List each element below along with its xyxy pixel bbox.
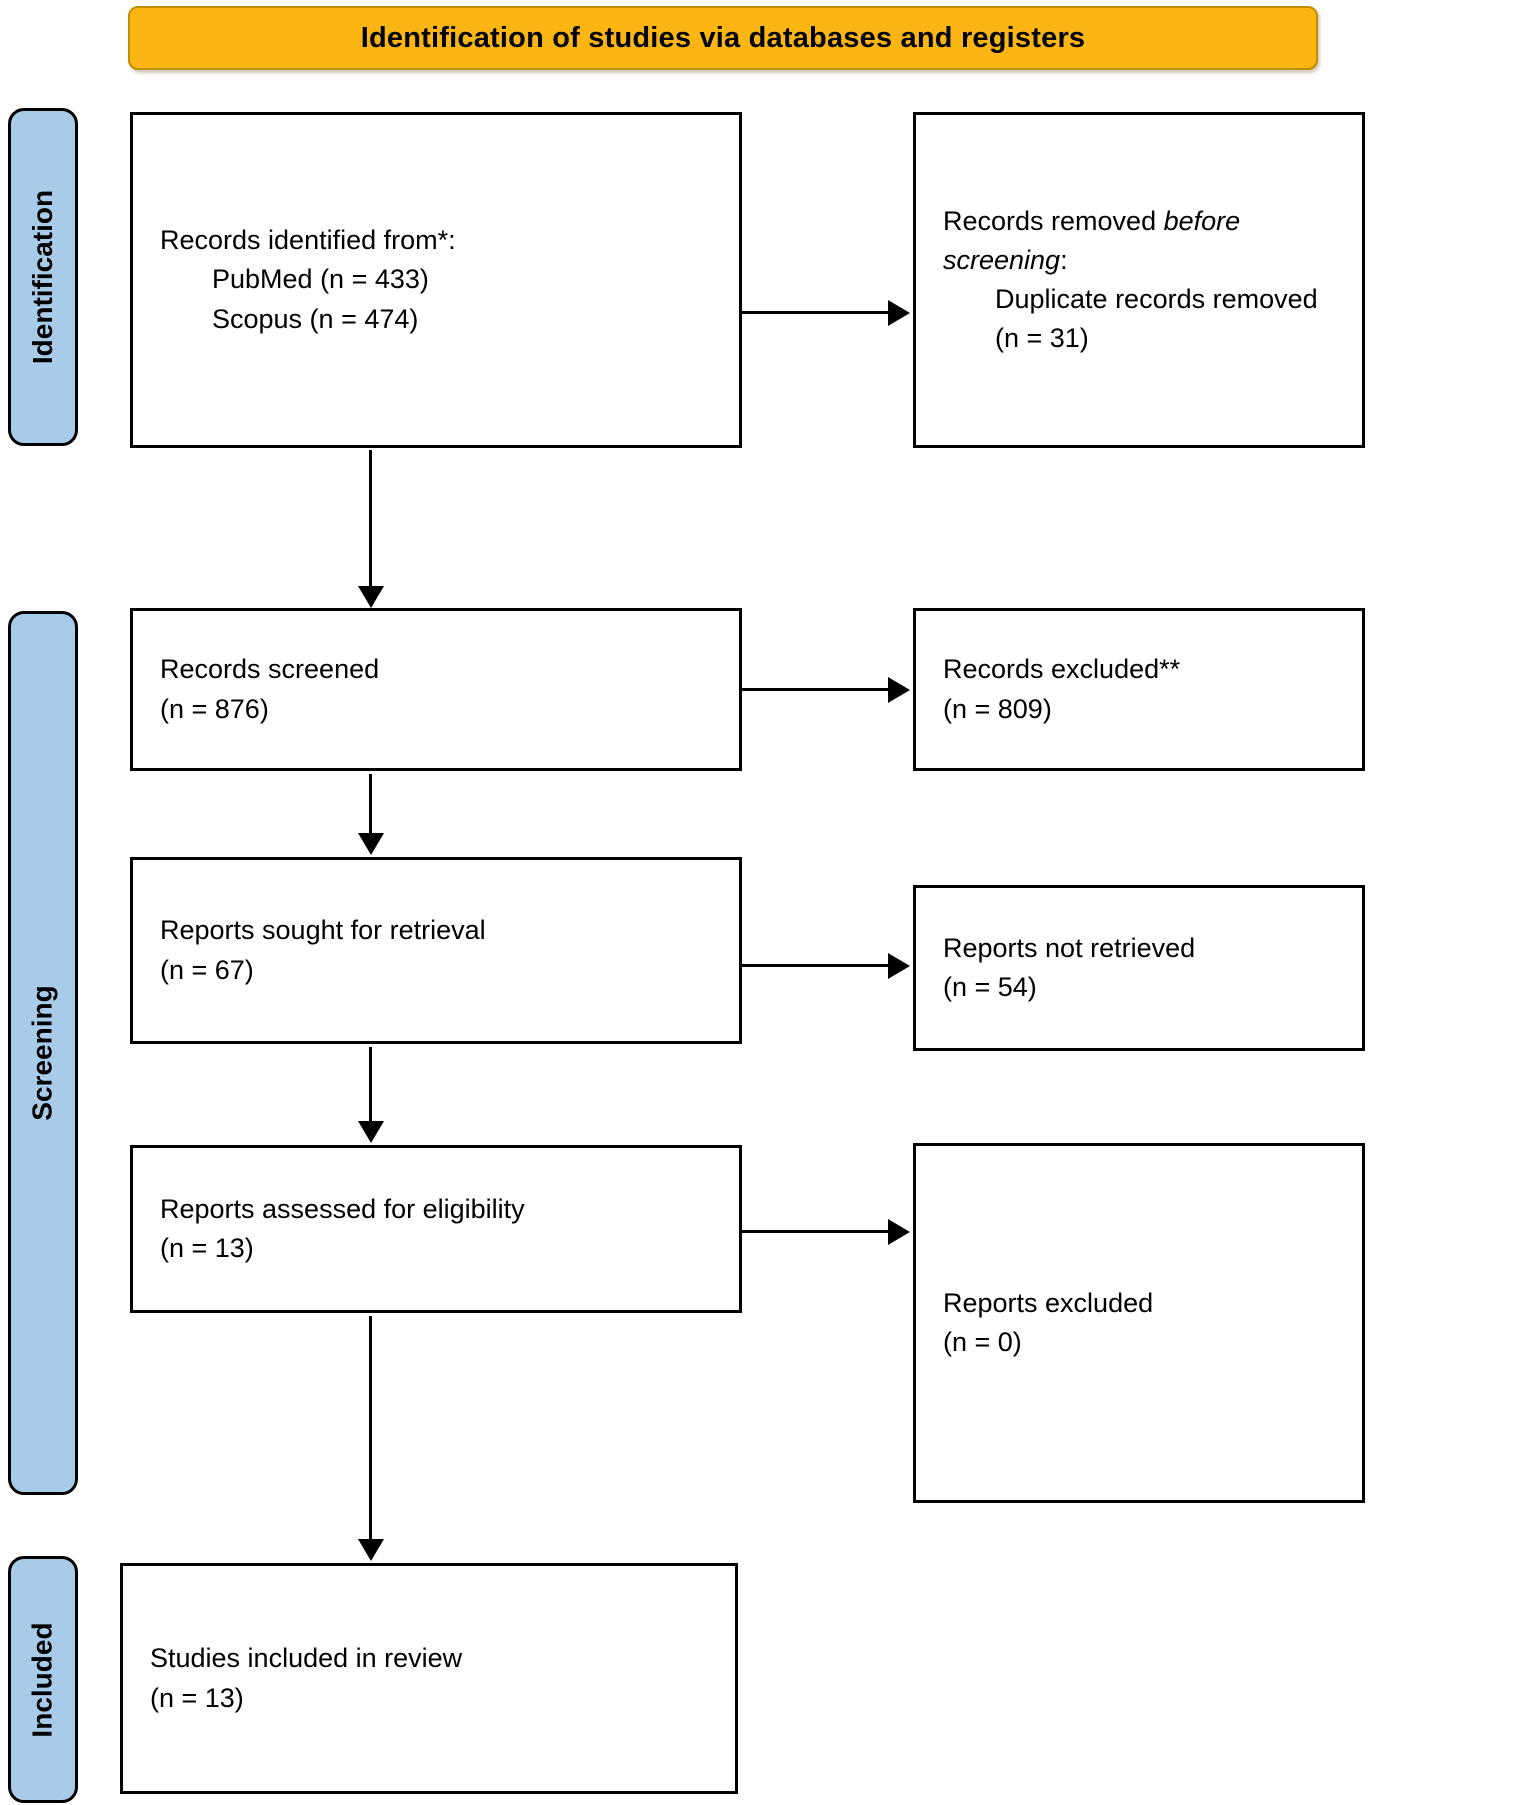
box-line-text-italic: screening [943, 244, 1061, 275]
stage-label-screening: Screening [8, 611, 78, 1495]
arrow-down-identified-to-screened [369, 450, 372, 586]
banner: Identification of studies via databases … [128, 6, 1318, 70]
box-records-excluded: Records excluded** (n = 809) [913, 608, 1365, 771]
box-line: (n = 876) [160, 693, 269, 724]
box-line: (n = 0) [943, 1327, 1022, 1357]
stage-label-text: Screening [27, 985, 59, 1121]
box-line: Reports not retrieved [943, 932, 1196, 963]
box-line: screening: [943, 241, 1318, 280]
box-reports-not-retrieved: Reports not retrieved (n = 54) [913, 885, 1365, 1051]
box-line: (n = 809) [943, 693, 1052, 724]
arrow-down-assessed-to-included [369, 1316, 372, 1539]
box-reports-excluded: Reports excluded (n = 0) [913, 1143, 1365, 1503]
box-line: (n = 31) [995, 323, 1089, 354]
stage-label-included: Included [8, 1556, 78, 1803]
box-line: (n = 13) [160, 1233, 254, 1263]
box-line: (n = 13) [150, 1682, 244, 1713]
box-line: Duplicate records removed [995, 284, 1318, 314]
box-records-removed: Records removed before screening: Duplic… [913, 112, 1365, 448]
box-line: Reports assessed for eligibility [160, 1193, 525, 1224]
box-records-screened: Records screened (n = 876) [130, 608, 742, 771]
box-line: Reports sought for retrieval [160, 915, 486, 946]
banner-label: Identification of studies via databases … [360, 21, 1086, 54]
arrow-right-screened-to-excluded [742, 688, 888, 691]
stage-label-identification: Identification [8, 108, 78, 446]
box-line: (n = 54) [943, 972, 1037, 1002]
box-line-text-italic: before [1163, 205, 1241, 236]
arrow-right-sought-to-not-retrieved [742, 964, 888, 967]
arrow-down-sought-to-assessed [369, 1047, 372, 1121]
box-line: Records removed before [943, 202, 1318, 241]
box-line: Studies included in review [150, 1643, 463, 1674]
box-line: PubMed (n = 433) [212, 264, 429, 295]
box-line: Records excluded** [943, 654, 1181, 685]
box-line-text: Records removed [943, 205, 1164, 236]
stage-label-text: Included [27, 1621, 58, 1738]
box-reports-assessed: Reports assessed for eligibility (n = 13… [130, 1145, 742, 1313]
box-studies-included: Studies included in review (n = 13) [120, 1563, 738, 1794]
arrow-down-screened-to-sought [369, 774, 372, 833]
box-line-text: : [1060, 244, 1068, 275]
arrow-right-identified-to-removed [742, 311, 888, 314]
box-line: Records identified from*: [160, 225, 456, 256]
arrow-right-assessed-to-reports-excluded [742, 1230, 888, 1233]
box-line: Records screened [160, 654, 380, 685]
box-records-identified: Records identified from*: PubMed (n = 43… [130, 112, 742, 448]
stage-label-text: Identification [27, 189, 59, 365]
box-line: (n = 67) [160, 954, 254, 985]
box-line: Reports excluded [943, 1287, 1154, 1318]
box-reports-sought: Reports sought for retrieval (n = 67) [130, 857, 742, 1044]
box-line: Scopus (n = 474) [212, 303, 419, 334]
